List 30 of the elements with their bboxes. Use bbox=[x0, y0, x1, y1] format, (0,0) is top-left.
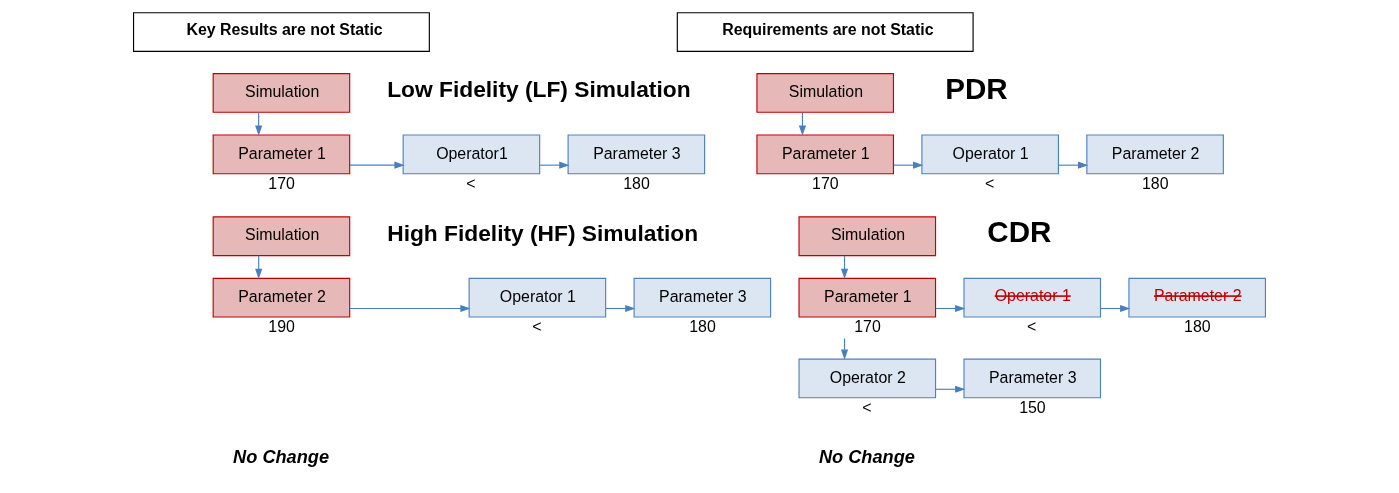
node-label: < bbox=[466, 174, 476, 192]
arrow bbox=[349, 304, 471, 313]
node-label: 180 bbox=[1142, 174, 1169, 192]
arrow bbox=[840, 337, 849, 360]
node-label: 150 bbox=[1019, 398, 1046, 416]
node-label: < bbox=[532, 318, 542, 336]
arrow bbox=[539, 161, 570, 169]
arrow bbox=[935, 385, 966, 393]
node-label: 180 bbox=[689, 318, 716, 336]
node-label: 170 bbox=[854, 318, 881, 336]
arrow bbox=[1100, 304, 1131, 313]
node-label: < bbox=[1027, 318, 1037, 336]
label: CDR bbox=[987, 215, 1052, 249]
arrow bbox=[605, 304, 636, 313]
node-label: 190 bbox=[268, 318, 295, 336]
node-label: 170 bbox=[268, 174, 295, 192]
node-label: 180 bbox=[1184, 318, 1211, 336]
arrow bbox=[349, 161, 405, 169]
label: No Change bbox=[233, 446, 330, 467]
node-label: 180 bbox=[623, 174, 650, 192]
label: High Fidelity (HF) Simulation bbox=[387, 219, 699, 246]
label: No Change bbox=[818, 446, 915, 467]
arrow bbox=[935, 304, 966, 313]
label: PDR bbox=[945, 71, 1008, 105]
arrow bbox=[893, 161, 924, 169]
node-label: 170 bbox=[812, 174, 839, 192]
node-label: < bbox=[862, 398, 872, 416]
arrow bbox=[1058, 161, 1089, 169]
node-label: < bbox=[985, 174, 995, 192]
label: Low Fidelity (LF) Simulation bbox=[387, 76, 691, 103]
